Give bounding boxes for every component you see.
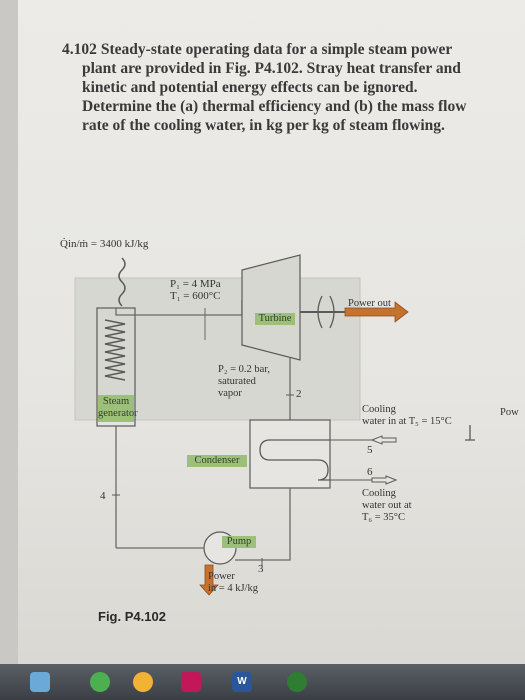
steam-generator-label: Steam generator bbox=[98, 395, 138, 422]
heat-input-arrow bbox=[118, 257, 126, 307]
turbine bbox=[241, 254, 301, 361]
problem-line-5: rate of the cooling water, in kg per kg … bbox=[82, 117, 445, 134]
pump-power-label: Power in = 4 kJ/kg bbox=[208, 571, 258, 594]
condenser bbox=[249, 419, 331, 489]
figure-label: Fig. P4.102 bbox=[98, 609, 166, 624]
problem-line-2: plant are provided in Fig. P4.102. Stray… bbox=[82, 60, 461, 77]
state-1-label: P₁ = 4 MPa T₁ = 600°C bbox=[170, 278, 221, 302]
pump-power-arrow bbox=[199, 564, 219, 596]
condenser-coil bbox=[259, 439, 330, 481]
cooling-in-arrow bbox=[370, 435, 397, 445]
edge-browser-icon[interactable] bbox=[90, 672, 110, 692]
condenser-label: Condenser bbox=[187, 455, 247, 467]
problem-line-4: Determine the (a) thermal efficiency and… bbox=[82, 98, 467, 115]
media-app-icon[interactable] bbox=[181, 672, 201, 692]
cooling-out-arrow bbox=[371, 475, 398, 485]
pipe-3 bbox=[235, 488, 291, 561]
state-5-number: 5 bbox=[367, 444, 373, 456]
word-icon[interactable]: W bbox=[232, 672, 252, 692]
problem-number: 4.102 bbox=[62, 41, 97, 58]
state-3-number: 3 bbox=[258, 563, 264, 575]
taskbar: W bbox=[0, 664, 525, 700]
steam-generator-coil bbox=[104, 319, 126, 381]
state-4-number: 4 bbox=[100, 490, 106, 502]
cooling-out-label: Cooling water out at T₆ = 35°C bbox=[362, 488, 412, 523]
thermometer-mark bbox=[465, 425, 475, 441]
turbine-label: Turbine bbox=[255, 313, 295, 325]
pump-label: Pump bbox=[222, 536, 256, 548]
problem-line-3: kinetic and potential energy effects can… bbox=[82, 79, 418, 96]
windows-start-icon[interactable] bbox=[30, 672, 50, 692]
cutoff-power-label: Pow bbox=[500, 407, 519, 418]
state-2-number: 2 bbox=[296, 388, 302, 400]
cooling-in-label: Cooling water in at T₅ = 15°C bbox=[362, 404, 452, 427]
app-icon[interactable] bbox=[287, 672, 307, 692]
heat-input-label: Q̇in/ṁ = 3400 kJ/kg bbox=[60, 238, 149, 250]
state-6-number: 6 bbox=[367, 466, 373, 478]
state-2-label: P₂ = 0.2 bar, saturated vapor bbox=[218, 364, 271, 399]
shaft-coupling bbox=[317, 295, 335, 329]
power-out-arrow bbox=[344, 301, 409, 323]
chrome-icon[interactable] bbox=[133, 672, 153, 692]
power-out-label: Power out bbox=[348, 298, 391, 309]
